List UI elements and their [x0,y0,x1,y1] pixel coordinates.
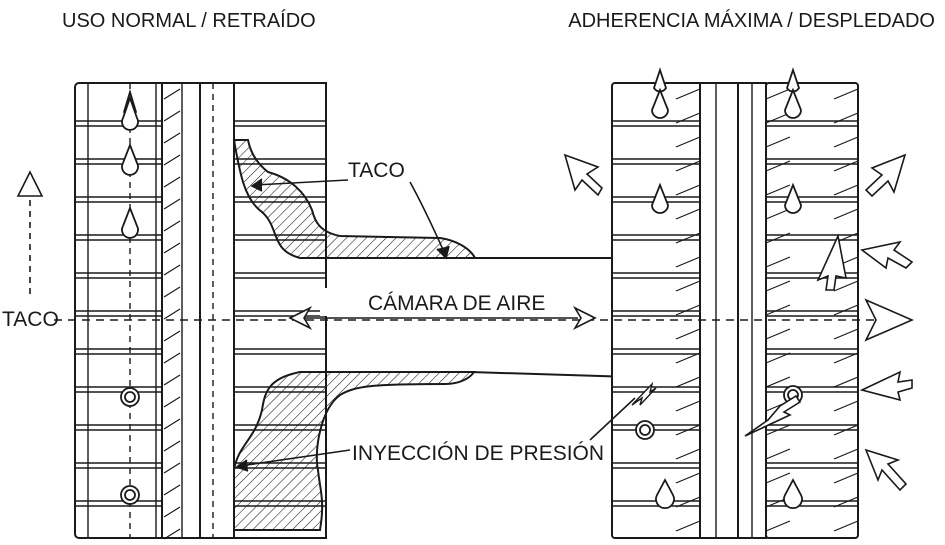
label-pressure-injection: INYECCIÓN DE PRESIÓN [352,442,604,465]
right-tire-deployed [611,82,859,539]
spike-up-icon [121,142,139,176]
airflow-arrow-icon [744,394,802,437]
airflow-arrow-icon [563,153,604,197]
label-air-chamber: CÁMARA DE AIRE [368,292,545,315]
taco-vertical-arrow [16,170,44,295]
spike-up-icon [783,478,803,509]
stud-spikes-left [121,88,139,239]
airflow-arrow-icon [860,240,914,270]
label-taco-axis: TACO [2,308,59,331]
spike-up-icon [655,478,675,509]
spike-up-icon [784,87,802,119]
airflow-arrows [563,153,915,492]
spike-up-icon [121,95,139,131]
air-chamber-arrow [288,306,597,330]
stud-spikes-right [651,67,802,214]
spike-up-icon [784,182,802,214]
spike-up-icon [121,205,139,239]
spike-up-icon [651,182,669,214]
header-left: USO NORMAL / RETRAÍDO [62,9,316,32]
airflow-arrow-icon [816,233,848,291]
injection-arrow [631,381,657,406]
airflow-arrow-icon [864,448,908,492]
spike-up-icon [651,87,669,119]
taco-upper-hatched [232,139,477,259]
leader-lines [235,178,636,472]
label-taco-upper: TACO [348,159,405,182]
airflow-arrow-icon [859,370,913,402]
header-right: ADHERENCIA MÁXIMA / DESPLEDADO [568,9,935,32]
taco-lower-hatched [233,371,476,531]
retracted-studs-left [120,387,140,505]
airflow-arrow-icon [864,298,915,342]
airflow-arrow-icon [864,153,907,198]
